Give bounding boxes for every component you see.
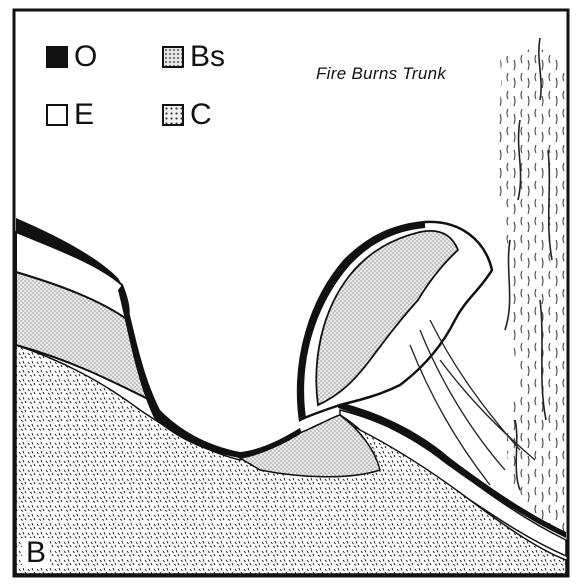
legend-label-o: O <box>74 42 97 72</box>
legend-label-e: E <box>74 100 94 130</box>
legend-label-c: C <box>190 100 212 130</box>
swatch-o-icon <box>46 46 68 68</box>
swatch-c-icon <box>162 104 184 126</box>
legend-label-bs: Bs <box>190 42 225 72</box>
legend-item-e: E <box>46 100 94 130</box>
swatch-bs-icon <box>162 46 184 68</box>
legend-item-o: O <box>46 42 97 72</box>
panel-label: B <box>22 538 50 568</box>
fire-burns-trunk-label: Fire Burns Trunk <box>316 64 446 84</box>
swatch-e-icon <box>46 104 68 126</box>
legend-item-bs: Bs <box>162 42 225 72</box>
legend-item-c: C <box>162 100 212 130</box>
